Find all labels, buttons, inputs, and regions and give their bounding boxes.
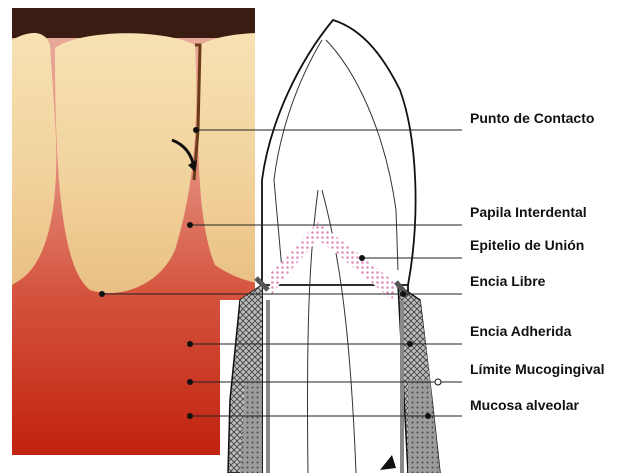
label-encia-libre: Encia Libre bbox=[470, 273, 545, 289]
label-encia-adherida: Encia Adherida bbox=[470, 323, 571, 339]
tooth-cross-section bbox=[220, 8, 460, 473]
label-punto-contacto: Punto de Contacto bbox=[470, 110, 594, 126]
label-limite-mucogingival: Límite Mucogingival bbox=[470, 361, 605, 377]
label-mucosa-alveolar: Mucosa alveolar bbox=[470, 397, 579, 413]
label-papila-interdental: Papila Interdental bbox=[470, 204, 587, 220]
label-epitelio-union: Epitelio de Unión bbox=[470, 237, 584, 253]
